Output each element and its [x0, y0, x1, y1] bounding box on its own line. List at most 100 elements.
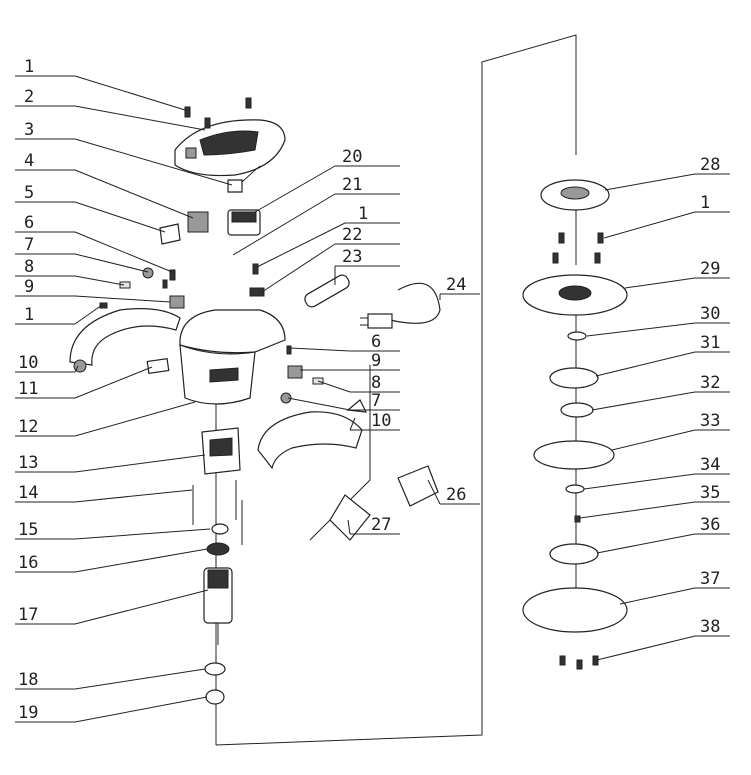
- callout-number: 14: [18, 483, 38, 503]
- callout-leader: [591, 391, 696, 411]
- callout-leader: [74, 696, 208, 723]
- callout-number: 1: [24, 305, 34, 325]
- bearing-16: [206, 542, 230, 556]
- screws-right: [552, 232, 604, 264]
- callout-number: 33: [700, 411, 720, 431]
- bearing-32: [560, 402, 594, 418]
- washer-30: [567, 331, 587, 341]
- callout-leader: [256, 222, 346, 268]
- callout-number: 26: [446, 485, 466, 505]
- screws-bottom: [559, 655, 599, 670]
- power-cord: [360, 282, 441, 329]
- callout-number: 11: [18, 379, 38, 399]
- callout-leader: [74, 528, 211, 540]
- callout-leader: [619, 587, 696, 605]
- callout-leader: [74, 304, 103, 325]
- top-housing-cover: [174, 119, 286, 177]
- washer-18: [204, 662, 226, 676]
- callout-number: 1: [24, 57, 34, 77]
- callout-leader: [74, 253, 149, 273]
- pins: [192, 480, 243, 545]
- callout-number: 16: [18, 553, 38, 573]
- callout-leader: [74, 589, 209, 625]
- callout-leader: [289, 347, 351, 352]
- counterweight-31: [549, 367, 599, 389]
- callout-number: 9: [24, 277, 34, 297]
- washer-15: [211, 523, 229, 535]
- callout-number: 7: [24, 235, 34, 255]
- callout-number: 6: [24, 213, 34, 233]
- callout-number: 32: [700, 373, 720, 393]
- callout-number: 10: [371, 411, 391, 431]
- callout-leader: [74, 201, 166, 233]
- callout-leader: [74, 454, 206, 473]
- brush-holder: [201, 427, 241, 475]
- callout-leader: [624, 277, 696, 289]
- callout-number: 18: [18, 670, 38, 690]
- callout-leader: [74, 105, 206, 131]
- top-flange-28: [540, 179, 610, 211]
- callout-number: 2: [24, 87, 34, 107]
- callout-leader: [232, 193, 336, 256]
- brake-ring-33: [533, 440, 615, 470]
- callout-number: 35: [700, 483, 720, 503]
- adapter-27: [329, 494, 371, 541]
- callout-number: 17: [18, 605, 38, 625]
- callout-number: 8: [371, 373, 381, 393]
- callout-leader: [74, 668, 206, 690]
- callout-number: 20: [342, 147, 362, 167]
- callout-number: 37: [700, 569, 720, 589]
- callout-leader: [347, 519, 351, 535]
- label-sticker: [146, 357, 170, 375]
- callout-leader: [586, 322, 696, 337]
- callout-leader: [604, 173, 696, 191]
- callout-leader: [74, 75, 186, 111]
- callout-leader: [74, 548, 208, 573]
- callout-leader: [74, 489, 193, 503]
- callout-number: 21: [342, 175, 362, 195]
- callout-number: 9: [371, 351, 381, 371]
- callout-leader: [74, 275, 125, 286]
- callout-leader: [74, 365, 79, 373]
- capacitor: [227, 209, 261, 236]
- callout-number: 30: [700, 304, 720, 324]
- callout-number: 19: [18, 703, 38, 723]
- fan-29: [522, 274, 628, 316]
- callout-number: 29: [700, 259, 720, 279]
- callout-number: 15: [18, 520, 38, 540]
- callout-leader: [74, 231, 173, 273]
- screws-top: [184, 97, 252, 129]
- motor-housing: [179, 309, 286, 405]
- callout-number: 4: [24, 151, 34, 171]
- callout-leader: [74, 138, 233, 186]
- spring-35: [574, 515, 581, 523]
- callout-number: 36: [700, 515, 720, 535]
- cord-guard: [304, 274, 350, 308]
- callout-leader: [261, 243, 336, 293]
- callout-number: 5: [24, 183, 34, 203]
- callout-leader: [427, 479, 441, 505]
- dust-shroud-right: [257, 399, 368, 470]
- callout-labels: 1234567891101112131415161718192021122232…: [18, 57, 720, 723]
- callout-number: 31: [700, 333, 720, 353]
- callout-number: 34: [700, 455, 720, 475]
- callout-leader: [596, 533, 696, 554]
- callout-number: 12: [18, 417, 38, 437]
- callout-number: 22: [342, 225, 362, 245]
- callout-number: 8: [24, 257, 34, 277]
- callout-leader: [596, 635, 696, 661]
- callout-number: 1: [358, 204, 368, 224]
- callout-number: 27: [371, 515, 391, 535]
- small-parts-left: [99, 267, 185, 309]
- callout-leader: [579, 501, 696, 519]
- callout-leader: [287, 397, 351, 411]
- callout-number: 1: [700, 193, 710, 213]
- callout-number: 3: [24, 120, 34, 140]
- callout-number: 10: [18, 353, 38, 373]
- hub-36: [549, 543, 599, 565]
- small-parts-right: [249, 263, 324, 404]
- callout-number: 28: [700, 155, 720, 175]
- callout-leader: [603, 211, 696, 239]
- callout-leader: [583, 473, 696, 490]
